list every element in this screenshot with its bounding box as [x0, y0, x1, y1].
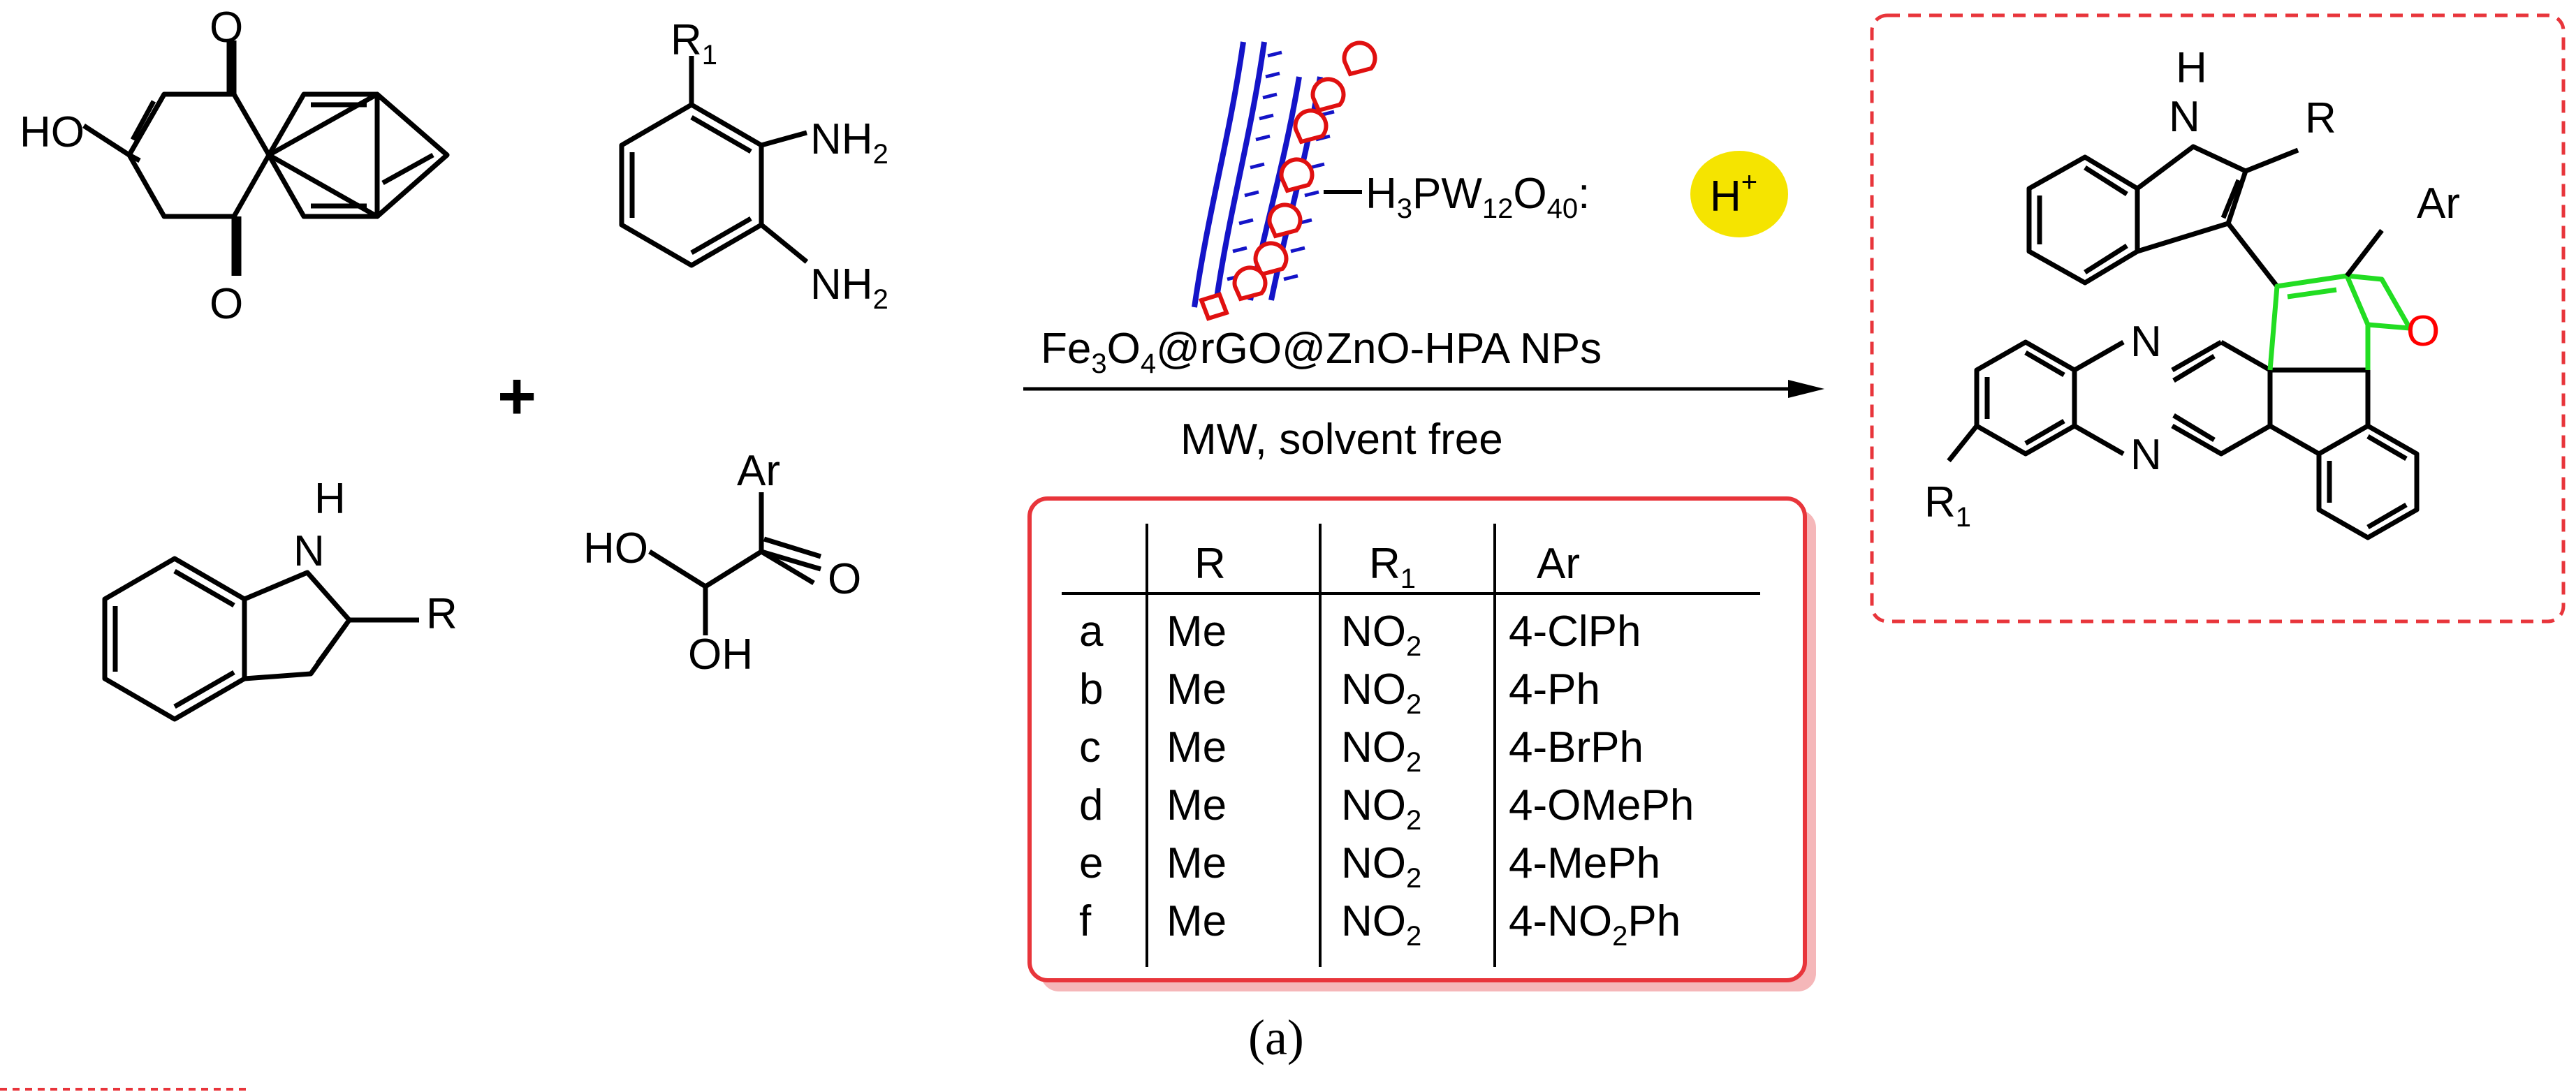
- product-structure: [1947, 144, 2420, 540]
- diamine-structure: [619, 56, 809, 268]
- table-cell-r1: NO2: [1341, 723, 1421, 778]
- product-ar: Ar: [2417, 179, 2460, 228]
- product-furan-o: O: [2406, 307, 2440, 355]
- table-cell-r1: NO2: [1341, 897, 1421, 952]
- zno-particles-icon: [1199, 40, 1377, 321]
- table-cell-r: Me: [1166, 839, 1227, 887]
- substituent-table: R R1 Ar: [1027, 496, 1816, 991]
- glyoxal-ar: Ar: [737, 447, 780, 495]
- reaction-arrow: [1023, 380, 1824, 398]
- table-header-r: R: [1194, 540, 1226, 588]
- product-nh-h: H: [2176, 44, 2207, 92]
- glyoxal-o: O: [828, 555, 861, 603]
- glyoxal-oh: OH: [688, 630, 753, 679]
- table-cell-ar: 4-Ph: [1509, 665, 1600, 714]
- table-cell-id: d: [1079, 781, 1103, 829]
- table-cell-id: b: [1079, 665, 1103, 714]
- catalyst-name: Fe3O4@rGO@ZnO-HPA NPs: [1041, 325, 1602, 379]
- proton-label: H+: [1710, 167, 1757, 221]
- naphthoquinone-oxygen-bottom: O: [210, 280, 243, 328]
- proton-ball: [1690, 151, 1788, 237]
- product-n-top: N: [2130, 318, 2162, 366]
- table-header-ar: Ar: [1537, 540, 1580, 588]
- table-cell-id: f: [1079, 897, 1092, 945]
- indole-n: N: [293, 527, 325, 575]
- table-cell-ar: 4-MePh: [1509, 839, 1660, 887]
- table-cell-r: Me: [1166, 607, 1227, 656]
- table-header-r1: R1: [1369, 540, 1416, 594]
- diamine-r1: R1: [671, 16, 717, 71]
- table-cell-r: Me: [1166, 897, 1227, 945]
- figure-caption: (a): [1248, 1010, 1304, 1065]
- table-cell-ar: 4-NO2Ph: [1509, 897, 1681, 952]
- table-cell-ar: 4-OMePh: [1509, 781, 1694, 829]
- diamine-nh2-bottom: NH2: [810, 260, 888, 315]
- naphthoquinone-oxygen-top: O: [210, 3, 243, 52]
- naphthoquinone-structure: [82, 40, 450, 276]
- product-r1: R1: [1924, 478, 1971, 533]
- table-cell-id: e: [1079, 839, 1103, 887]
- naphthoquinone-hydroxy: HO: [20, 108, 85, 156]
- table-cell-ar: 4-ClPh: [1509, 607, 1641, 656]
- indole-nh-h: H: [314, 475, 346, 523]
- plus-sign: +: [497, 359, 536, 434]
- table-cell-r: Me: [1166, 665, 1227, 714]
- glyoxal-ho: HO: [583, 524, 648, 573]
- diamine-nh2-top: NH2: [810, 115, 888, 170]
- product-n-bottom: N: [2130, 431, 2162, 479]
- furan-ring: [2267, 228, 2413, 371]
- table-cell-r1: NO2: [1341, 665, 1421, 720]
- indole-r: R: [426, 590, 458, 638]
- table-cell-r1: NO2: [1341, 607, 1421, 662]
- product-r: R: [2305, 94, 2336, 142]
- table-cell-id: a: [1079, 607, 1104, 656]
- table-cell-r1: NO2: [1341, 781, 1421, 836]
- table-cell-r: Me: [1166, 781, 1227, 829]
- glyoxal-structure: [648, 492, 822, 635]
- hpa-formula: H3PW12O40:: [1366, 170, 1590, 224]
- table-cell-r1: NO2: [1341, 839, 1421, 894]
- product-indole-n: N: [2169, 93, 2200, 141]
- graphene-ticks: [1227, 50, 1338, 281]
- indole-structure: [102, 556, 419, 722]
- table-cell-id: c: [1079, 723, 1101, 772]
- reaction-conditions: MW, solvent free: [1180, 415, 1503, 464]
- table-cell-ar: 4-BrPh: [1509, 723, 1644, 772]
- table-cell-r: Me: [1166, 723, 1227, 772]
- product-highlight-box: [1870, 13, 2566, 624]
